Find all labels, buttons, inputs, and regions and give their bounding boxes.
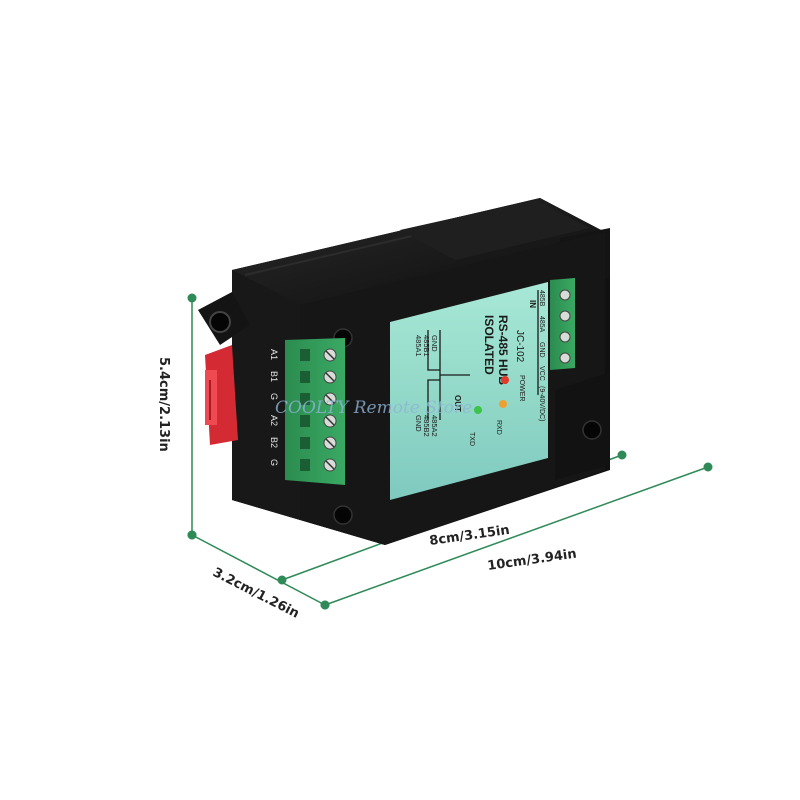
txd-led-label: TXD — [468, 432, 475, 446]
input-terminal-screw[interactable] — [559, 331, 571, 343]
height-dimension-label: 5.4cm/2.13in — [156, 357, 171, 452]
din-clip — [205, 345, 238, 445]
in-label: IN — [528, 300, 537, 308]
in-label-gnd: GND — [538, 342, 545, 358]
screw-slot — [325, 460, 335, 470]
power-led-label: POWER — [518, 375, 525, 401]
inner-length-dimension-label: 8cm/3.15in — [428, 523, 510, 549]
watermark: COOLTY Remote Store — [275, 398, 472, 418]
out2-label-gnd: GND — [414, 415, 423, 432]
out1-label-gnd: GND — [430, 335, 439, 352]
voltage-label: (9-40V/DC) — [538, 386, 545, 421]
device-label: ISOLATED RS-485 HUB JC-102 GND 485B1 485… — [390, 282, 548, 500]
in-label-485b: 485B — [538, 290, 545, 307]
input-terminal-block — [550, 278, 575, 370]
out-label: OUT — [453, 395, 462, 412]
left-terminal-label: A1 — [269, 349, 279, 360]
power-led — [501, 376, 509, 384]
terminal-socket — [300, 415, 310, 427]
terminal-socket — [300, 437, 310, 449]
input-terminal-screw[interactable] — [559, 352, 571, 364]
label-title-line1: ISOLATED — [482, 315, 496, 375]
left-terminal-label: G — [269, 459, 279, 466]
terminal-socket — [300, 371, 310, 383]
total-length-dimension-line — [320, 462, 713, 610]
depth-dimension-label: 3.2cm/1.26in — [210, 565, 301, 621]
in-label-vcc: VCC — [538, 366, 545, 381]
input-terminal-screw[interactable] — [559, 310, 571, 322]
rxd-led — [499, 400, 507, 408]
left-terminal-label: B1 — [269, 371, 279, 382]
terminal-socket — [300, 349, 310, 361]
label-title-line2: RS-485 HUB — [496, 315, 510, 385]
txd-led — [474, 406, 482, 414]
total-length-dimension-label: 10cm/3.94in — [486, 547, 577, 574]
depth-dimension-line — [187, 530, 330, 610]
left-terminal-label: B2 — [269, 437, 279, 448]
mounting-hole — [209, 311, 231, 333]
screw-slot — [325, 350, 335, 360]
rxd-led-label: RXD — [495, 420, 502, 435]
terminal-socket — [300, 393, 310, 405]
screw-slot — [325, 438, 335, 448]
out2-label-485b2: 485B2 — [422, 415, 431, 437]
terminal-socket — [300, 459, 310, 471]
out2-label-485a2: 485A2 — [430, 415, 439, 437]
screw-slot — [325, 372, 335, 382]
left-terminal-label: G — [269, 393, 279, 400]
in-label-485a: 485A — [538, 316, 545, 333]
left-terminal-label: A2 — [269, 415, 279, 426]
screw-slot — [325, 394, 335, 404]
out1-label-485a1: 485A1 — [414, 335, 423, 357]
label-model: JC-102 — [514, 330, 525, 363]
screw-slot — [325, 416, 335, 426]
out1-label-485b1: 485B1 — [422, 335, 431, 357]
input-terminal-screw[interactable] — [559, 289, 571, 301]
